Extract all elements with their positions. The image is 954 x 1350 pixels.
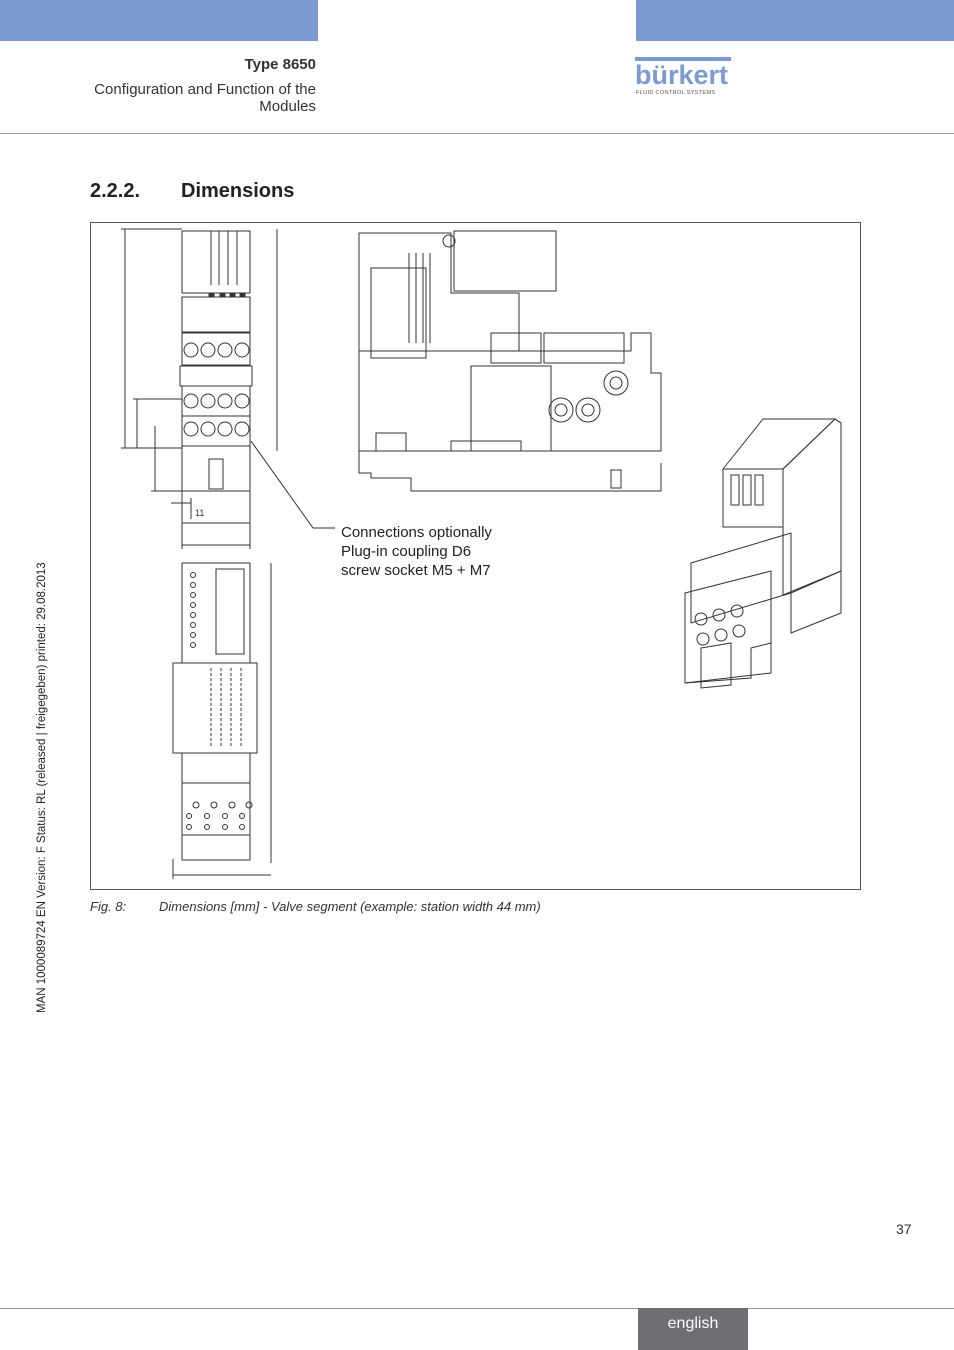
footer-divider — [0, 1308, 954, 1309]
subtitle-line-2: Modules — [259, 98, 316, 115]
connections-callout: Connections optionally Plug-in coupling … — [341, 523, 492, 580]
section-title: Dimensions — [181, 180, 295, 202]
header-divider — [0, 133, 954, 134]
technical-drawing: 11 — [121, 228, 842, 879]
callout-line-3: screw socket M5 + M7 — [341, 562, 491, 579]
header-accent-bar-left — [0, 0, 318, 41]
dimension-label: 11 — [195, 508, 204, 518]
figure-caption: Dimensions [mm] - Valve segment (example… — [159, 899, 541, 914]
subtitle-line-1: Configuration and Function of the — [94, 81, 316, 98]
figure-label: Fig. 8: — [90, 899, 127, 914]
svg-text:FLUID CONTROL SYSTEMS: FLUID CONTROL SYSTEMS — [636, 90, 715, 96]
svg-text:bürkert: bürkert — [635, 60, 728, 90]
header-accent-bar-right — [636, 0, 954, 41]
language-tab: english — [638, 1308, 748, 1350]
callout-line-2: Plug-in coupling D6 — [341, 543, 472, 560]
callout-line-1: Connections optionally — [341, 524, 492, 541]
page-number: 37 — [896, 1221, 912, 1237]
section-number: 2.2.2. — [90, 180, 141, 202]
document-info-vertical: MAN 1000089724 EN Version: F Status: RL … — [36, 562, 48, 1013]
burkert-logo: bürkert FLUID CONTROL SYSTEMS — [635, 57, 731, 96]
document-subtitle: Configuration and Function of the Module… — [16, 81, 316, 115]
figure-frame: 11 Connections optionally Plug-in coupli… — [90, 222, 861, 890]
document-type: Type 8650 — [244, 56, 316, 73]
